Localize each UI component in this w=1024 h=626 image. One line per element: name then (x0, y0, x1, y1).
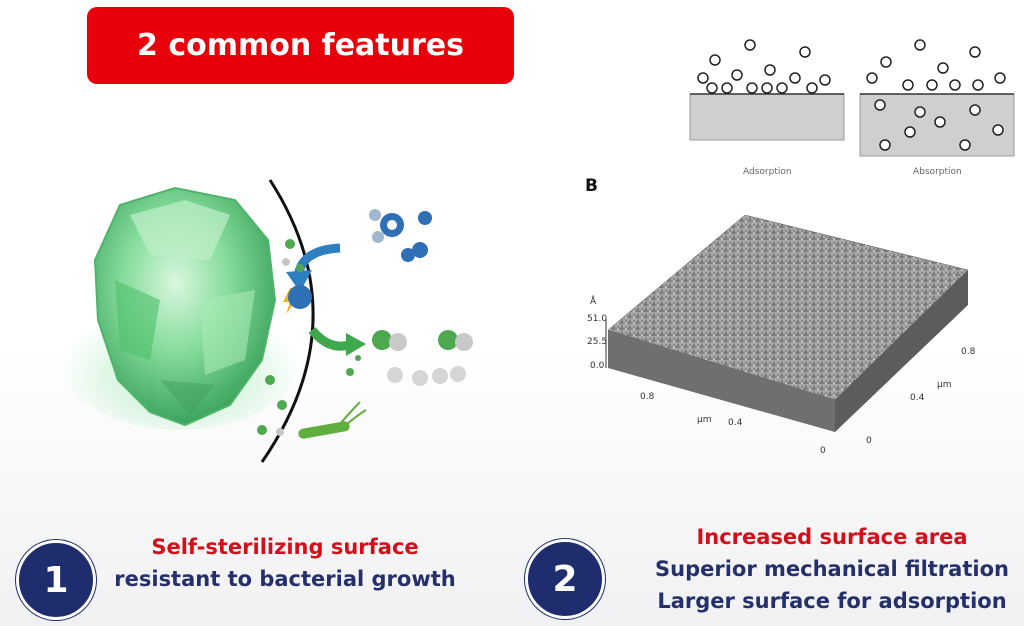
crystal-illustration (60, 179, 473, 463)
x-unit: µm (697, 415, 712, 425)
x-tick: 0.8 (640, 392, 655, 402)
surface-plot (605, 214, 969, 432)
feature-2-subtext-2: Larger surface for adsorption (657, 589, 1007, 613)
z-tick: 51.0 (587, 314, 608, 324)
z-tick: 25.5 (587, 337, 608, 347)
absorption-label: Absorption (913, 167, 962, 177)
feature-2-heading: Increased surface area (696, 525, 968, 549)
z-unit: Å (590, 297, 597, 307)
feature-1-text: Self-sterilizing surface resistant to ba… (100, 531, 470, 595)
feature-2-badge: 2 (525, 539, 605, 619)
title-banner: 2 common features (87, 7, 514, 84)
y-unit: µm (937, 380, 952, 390)
feature-1-heading: Self-sterilizing surface (151, 535, 419, 559)
panel-letter: B (585, 176, 598, 196)
feature-2-subtext-1: Superior mechanical filtration (655, 557, 1009, 581)
y-tick: 0.8 (961, 347, 976, 357)
y-tick: 0 (866, 436, 872, 446)
title-text: 2 common features (137, 28, 464, 63)
z-tick: 0.0 (590, 361, 605, 371)
product-molecules-icon (257, 239, 473, 436)
y-tick: 0.4 (910, 393, 925, 403)
barrier-arc (260, 179, 315, 463)
bacterium-icon (298, 401, 367, 439)
feature-2-text: Increased surface area Superior mechanic… (640, 521, 1024, 617)
feature-1-number: 1 (43, 559, 69, 601)
feature-1-subtext: resistant to bacterial growth (114, 567, 456, 591)
water-molecules-icon (288, 209, 432, 309)
y-tick: 0 (820, 446, 826, 456)
x-tick: 0.4 (728, 418, 743, 428)
feature-2-number: 2 (552, 558, 578, 600)
particles-icon (697, 39, 1006, 151)
feature-1-badge: 1 (16, 540, 96, 620)
crystal-icon (93, 186, 277, 427)
adsorption-label: Adsorption (743, 167, 792, 177)
adsorption-diagram (689, 39, 1015, 157)
